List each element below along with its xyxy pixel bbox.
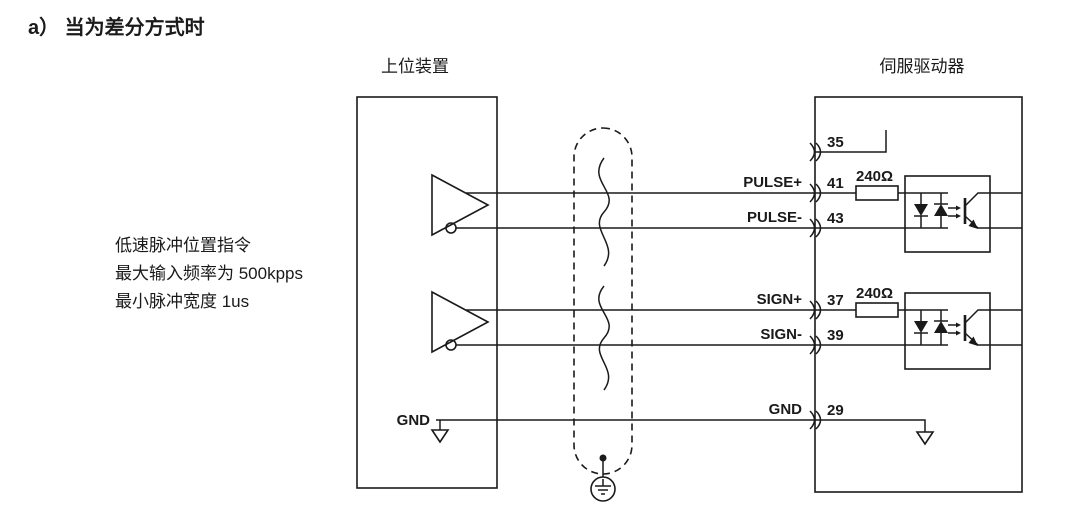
chevron <box>809 142 816 162</box>
phototransistor-emitter-wire <box>964 332 1022 346</box>
chevron <box>815 335 822 355</box>
line-driver-sign-icon <box>431 290 490 354</box>
emitter-arrowhead <box>968 336 978 346</box>
note-line-1: 低速脉冲位置指令 <box>115 236 251 255</box>
emitter-arrowhead <box>968 219 978 229</box>
chevron <box>815 300 822 320</box>
gnd-connector-icon <box>809 410 822 430</box>
light-arrowhead <box>956 330 961 336</box>
shield-cable <box>573 127 633 502</box>
gnd-label-right: GND <box>769 401 803 418</box>
pulse-minus-pin-number: 43 <box>827 210 844 227</box>
servo-ground-icon <box>915 431 935 446</box>
light-arrowhead <box>956 322 961 328</box>
chevron <box>809 183 816 203</box>
shield-earth-icon <box>590 476 616 502</box>
chevron <box>809 300 816 320</box>
earth-circle <box>590 476 616 502</box>
led-down-icon <box>914 204 928 216</box>
note-line-2: 最大输入频率为 500kpps <box>115 264 303 283</box>
line-driver-pulse-icon <box>431 173 490 237</box>
sign-plus-pin-number: 37 <box>827 292 844 309</box>
sign-minus-connector-icon <box>809 335 822 355</box>
pulse-plus-connector-icon <box>809 183 822 203</box>
chevron <box>815 218 822 238</box>
gnd-pin-number: 29 <box>827 402 844 419</box>
sign-plus-label: SIGN+ <box>757 291 803 308</box>
led-up-icon <box>934 204 948 216</box>
driver-triangle <box>431 173 490 237</box>
shield-cable-outline <box>573 127 633 475</box>
resistor-pulse-label: 240Ω <box>856 168 893 185</box>
light-arrowhead <box>956 213 961 219</box>
chevron <box>815 183 822 203</box>
pulse-minus-label: PULSE- <box>747 209 802 226</box>
light-arrowhead <box>956 205 961 211</box>
chevron <box>809 218 816 238</box>
pin35-number: 35 <box>827 134 844 151</box>
sign-minus-label: SIGN- <box>760 326 802 343</box>
optocoupler-outline <box>904 292 991 370</box>
ground-triangle <box>915 431 935 446</box>
note-line-3: 最小脉冲宽度 1us <box>115 292 249 311</box>
earth-bars <box>595 479 611 495</box>
sign-minus-pin-number: 39 <box>827 327 844 344</box>
led-up-icon <box>934 321 948 333</box>
resistor-pulse <box>855 185 899 201</box>
host-device-label: 上位装置 <box>381 57 449 76</box>
resistor-sign <box>855 302 899 318</box>
light-arrows-icon <box>948 324 956 334</box>
chevron <box>809 335 816 355</box>
led-down-icon <box>914 321 928 333</box>
gnd-wire <box>436 419 926 432</box>
optocoupler-outline <box>904 175 991 253</box>
optocoupler-pulse-icon <box>904 175 1022 253</box>
host-device-box <box>356 96 498 489</box>
driver-triangle <box>431 290 490 354</box>
servo-drive-label: 伺服驱动器 <box>880 57 965 76</box>
chevron <box>815 410 822 430</box>
twist-sign-icon <box>598 285 610 391</box>
light-arrows-icon <box>948 207 956 217</box>
ground-triangle <box>430 429 450 444</box>
section-title: a） 当为差分方式时 <box>28 15 205 39</box>
optocoupler-sign-icon <box>904 292 1022 370</box>
pulse-plus-label: PULSE+ <box>743 174 802 191</box>
pin35-connector-icon <box>809 142 822 162</box>
phototransistor-collector-wire <box>964 309 1022 324</box>
servo-drive-box <box>814 96 1023 493</box>
host-ground-icon <box>430 420 450 444</box>
resistor-sign-label: 240Ω <box>856 285 893 302</box>
pin35-wire <box>815 130 887 153</box>
chevron <box>809 410 816 430</box>
twist-pulse-icon <box>598 157 610 267</box>
phototransistor-emitter-wire <box>964 215 1022 229</box>
pulse-minus-connector-icon <box>809 218 822 238</box>
pulse-plus-pin-number: 41 <box>827 175 844 192</box>
host-gnd-label: GND <box>397 412 431 429</box>
phototransistor-collector-wire <box>964 192 1022 207</box>
sign-plus-connector-icon <box>809 300 822 320</box>
chevron <box>815 142 822 162</box>
